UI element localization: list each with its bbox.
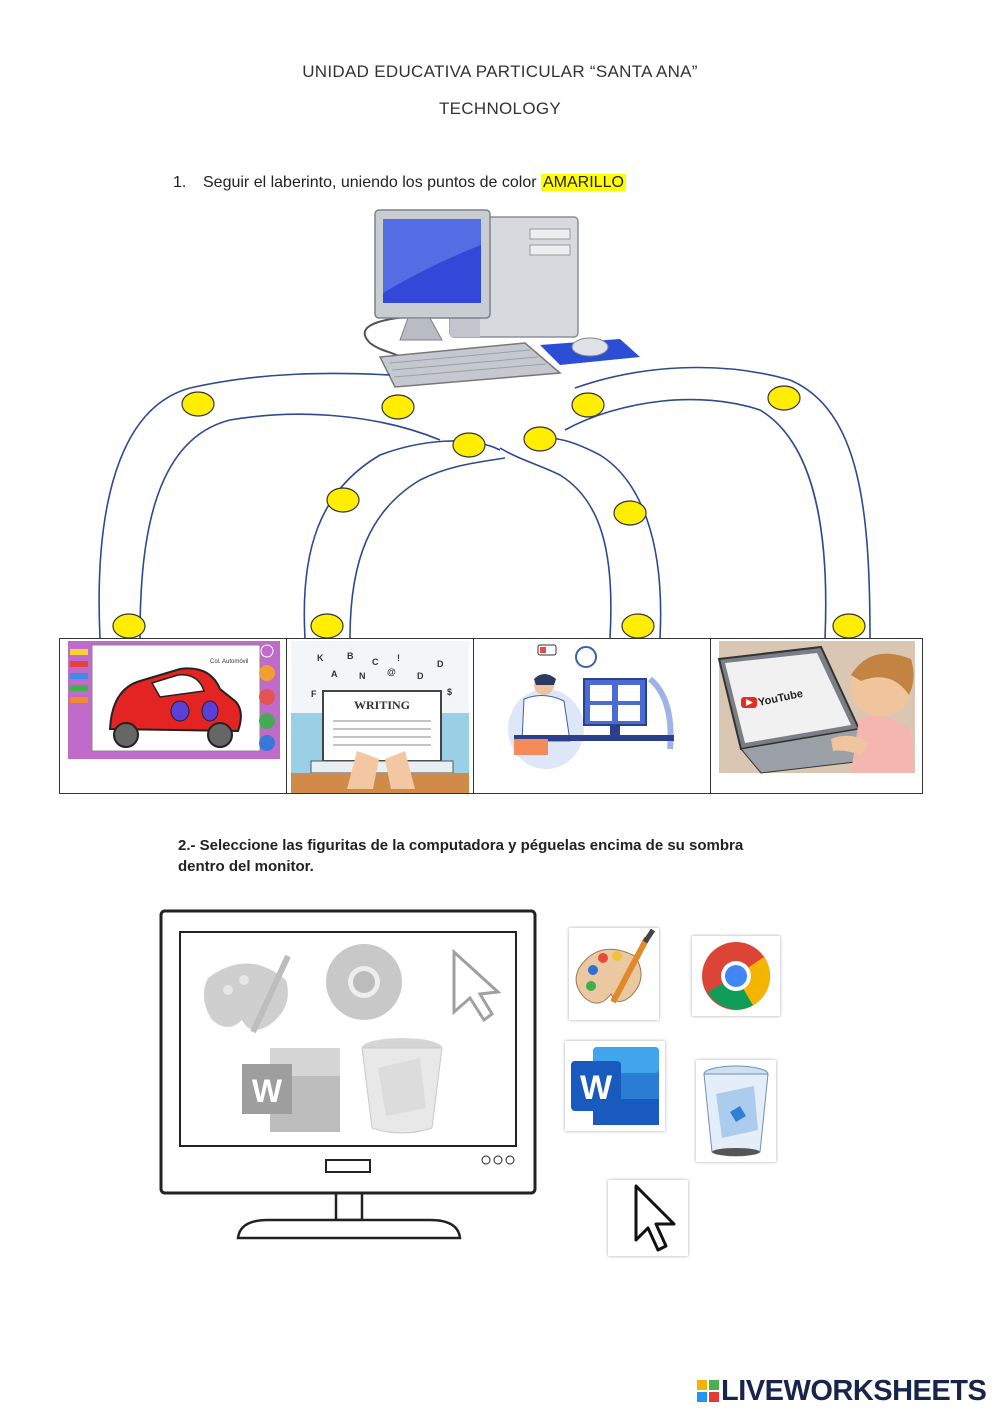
svg-text:W: W [252, 1073, 283, 1109]
recycle-bin-shadow-icon [361, 1038, 443, 1134]
maze-dot[interactable] [571, 392, 605, 418]
paint-car-image: Col. Automóvil [68, 641, 280, 759]
recycle-bin-icon [703, 1065, 769, 1157]
cursor-shadow-icon [452, 948, 502, 1023]
word-tile[interactable]: W [565, 1041, 665, 1131]
svg-text:D: D [417, 671, 424, 681]
image-cell-youtube: YouTube [710, 638, 923, 794]
image-cell-writing: K B C! D A N @ D F $ WRITING [286, 638, 474, 794]
maze-dot[interactable] [452, 432, 486, 458]
video-call-image [508, 644, 674, 769]
word-icon: W [571, 1047, 659, 1125]
school-title: UNIDAD EDUCATIVA PARTICULAR “SANTA ANA” [302, 62, 698, 81]
word-shadow-icon: W [242, 1048, 340, 1132]
svg-text:D: D [437, 659, 444, 669]
maze [98, 366, 871, 639]
question-1-text: Seguir el laberinto, uniendo los puntos … [203, 174, 541, 191]
writing-label: WRITING [354, 698, 410, 712]
palette-tile[interactable] [569, 928, 659, 1020]
palette-shadow-icon [203, 954, 291, 1034]
svg-text:C: C [372, 657, 379, 667]
cursor-tile[interactable] [608, 1180, 688, 1256]
maze-dot[interactable] [381, 394, 415, 420]
monitor-drop-area: W [159, 909, 537, 1240]
recycle-bin-tile[interactable] [696, 1060, 776, 1162]
maze-dot[interactable] [621, 613, 655, 639]
paint-car-label: Col. Automóvil [210, 659, 248, 665]
youtube-laptop-image: YouTube [717, 641, 915, 774]
svg-text:$: $ [447, 687, 452, 697]
liveworksheets-logo-text: LIVEWORKSHEETS [721, 1375, 987, 1407]
svg-text:!: ! [397, 653, 400, 663]
maze-dot[interactable] [326, 487, 360, 513]
chrome-shadow-icon [326, 944, 402, 1020]
liveworksheets-logo: LIVEWORKSHEETS [697, 1375, 987, 1408]
svg-text:N: N [359, 671, 366, 681]
maze-dot[interactable] [310, 613, 344, 639]
paint-palette-icon [575, 928, 656, 1004]
maze-dot[interactable] [523, 426, 557, 452]
image-cell-paint: Col. Automóvil [59, 638, 287, 794]
cursor-icon [634, 1184, 676, 1252]
maze-dot[interactable] [832, 613, 866, 639]
maze-dot[interactable] [112, 613, 146, 639]
question-1: 1. Seguir el laberinto, uniendo los punto… [173, 174, 626, 192]
question-2: 2.- Seleccione las figuritas de la compu… [178, 837, 744, 875]
chrome-icon [702, 942, 771, 1010]
writing-laptop-image: K B C! D A N @ D F $ WRITING [291, 641, 469, 793]
maze-dot[interactable] [181, 391, 215, 417]
question-1-highlight: AMARILLO [541, 174, 626, 191]
liveworksheets-logo-icon [697, 1377, 719, 1402]
svg-text:K: K [317, 653, 324, 663]
chrome-tile[interactable] [692, 936, 780, 1016]
svg-text:B: B [347, 651, 354, 661]
maze-dot[interactable] [613, 500, 647, 526]
subject-title: TECHNOLOGY [438, 99, 562, 118]
maze-dot[interactable] [767, 385, 801, 411]
question-1-number: 1. [173, 174, 187, 191]
image-cell-video-call [473, 638, 711, 794]
desktop-computer-image [363, 209, 640, 388]
svg-text:F: F [311, 689, 317, 699]
svg-text:A: A [331, 669, 338, 679]
svg-text:@: @ [387, 667, 396, 677]
word-icon-letter: W [580, 1069, 613, 1107]
